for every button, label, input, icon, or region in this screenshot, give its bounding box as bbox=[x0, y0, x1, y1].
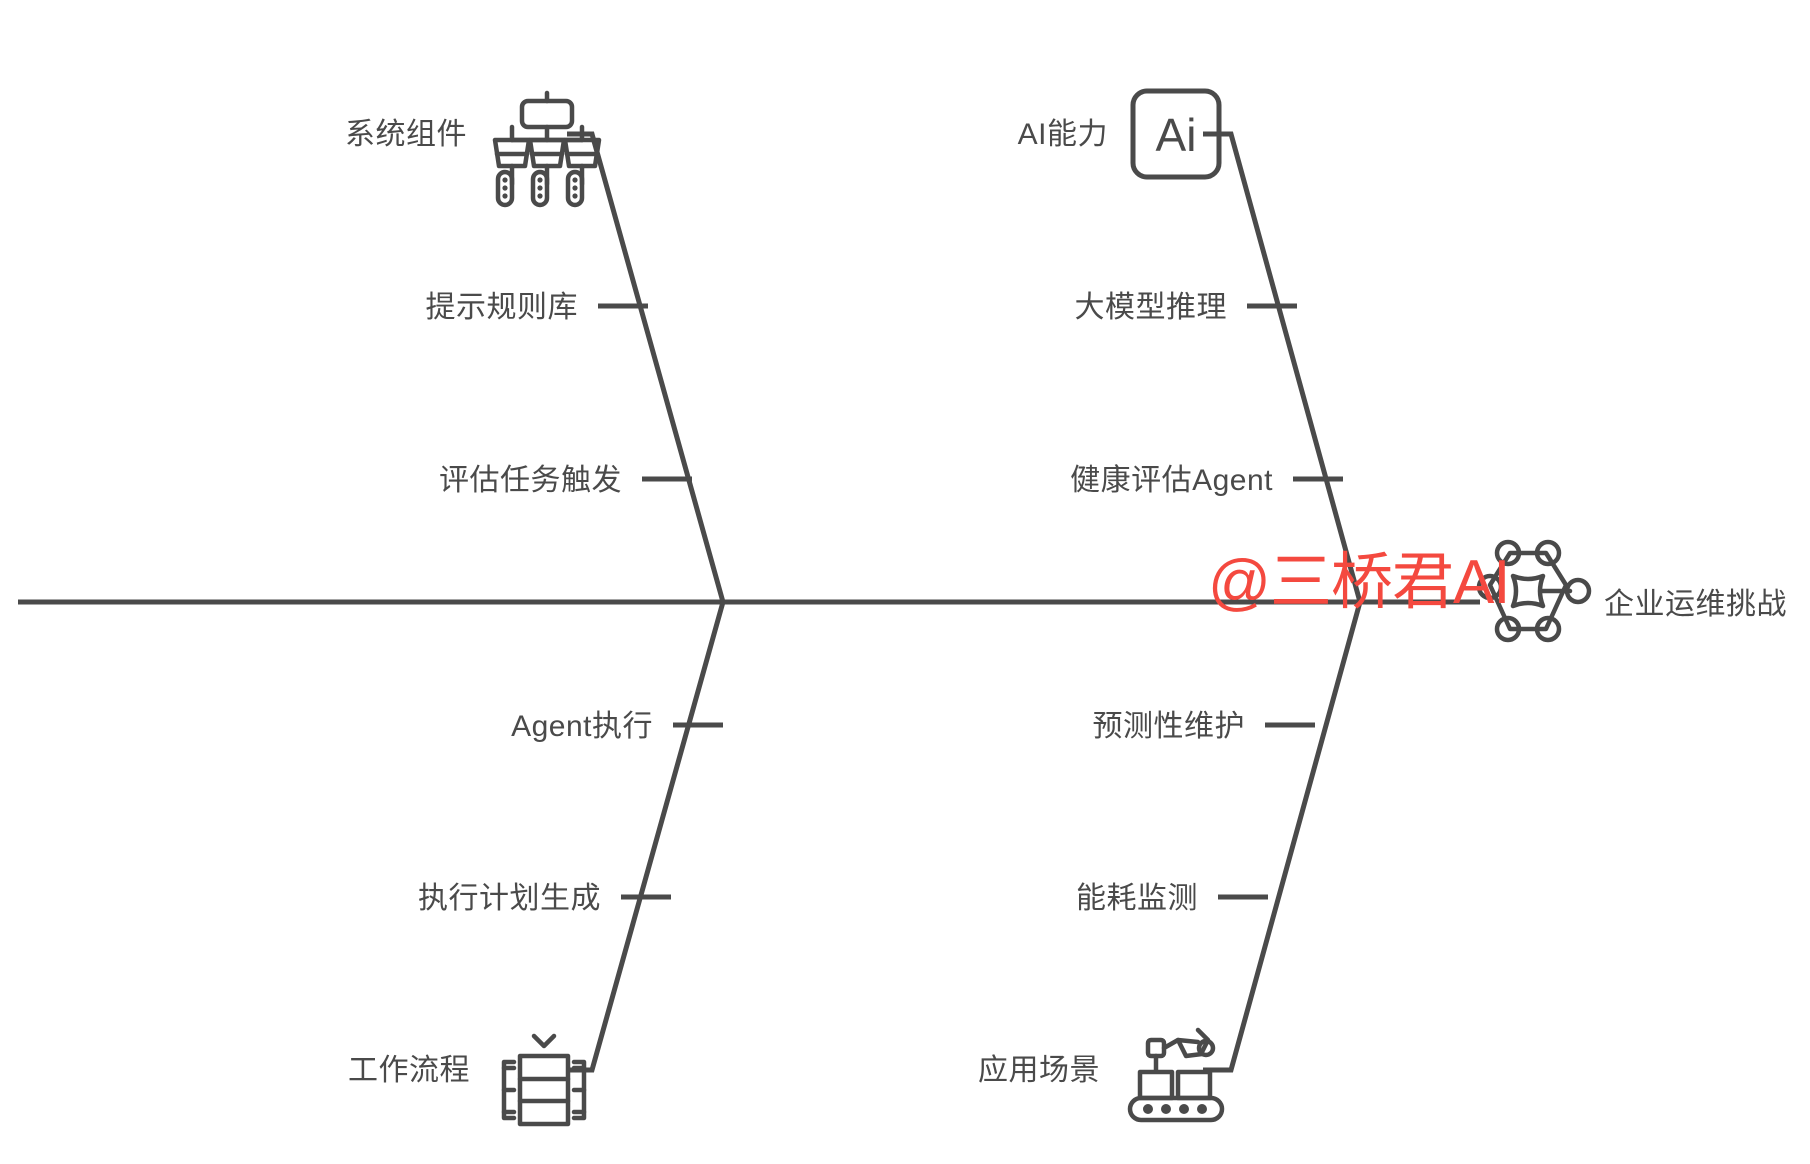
network-node-icon bbox=[1476, 539, 1592, 643]
branch-line-workflow bbox=[567, 601, 726, 1073]
cause-label-eval-task-trigger: 评估任务触发 bbox=[439, 464, 622, 497]
workflow-icon bbox=[501, 1033, 587, 1127]
cause-label-health-eval-agent: 健康评估Agent bbox=[1070, 464, 1273, 497]
branch-ai-capability: Ai AI能力 大模型推理 健康评估Agent bbox=[1018, 88, 1363, 603]
cause-label-agent-execution: Agent执行 bbox=[511, 710, 653, 743]
branch-label-application-scenarios: 应用场景 bbox=[978, 1054, 1100, 1087]
head-label: 企业运维挑战 bbox=[1604, 588, 1787, 621]
cause-label-prompt-rule-library: 提示规则库 bbox=[426, 291, 579, 324]
cause-label-predictive-maintenance: 预测性维护 bbox=[1093, 710, 1246, 743]
cause-label-energy-monitoring: 能耗监测 bbox=[1076, 882, 1198, 915]
branch-label-workflow: 工作流程 bbox=[348, 1054, 470, 1087]
head-group: 企业运维挑战 bbox=[1476, 539, 1787, 643]
branch-system-components: 系统组件 提示规则库 评估任务触发 bbox=[345, 90, 726, 603]
branch-label-ai-capability: AI能力 bbox=[1018, 118, 1108, 151]
branch-workflow: 工作流程 Agent执行 执行计划生成 bbox=[348, 601, 726, 1127]
cause-label-llm-inference: 大模型推理 bbox=[1075, 291, 1228, 324]
branch-label-system-components: 系统组件 bbox=[345, 118, 467, 151]
ai-icon-text: Ai bbox=[1156, 109, 1197, 161]
system-components-icon bbox=[492, 90, 602, 208]
cause-label-execution-plan-generation: 执行计划生成 bbox=[418, 882, 601, 915]
ai-square-icon: Ai bbox=[1130, 88, 1222, 180]
robot-arm-conveyor-icon bbox=[1127, 1027, 1225, 1123]
branch-line-ai-capability bbox=[1203, 131, 1363, 603]
branch-line-system-components bbox=[567, 131, 726, 603]
branch-application-scenarios: 应用场景 预测性维护 能耗监测 bbox=[978, 601, 1363, 1123]
branch-line-application-scenarios bbox=[1203, 601, 1363, 1073]
